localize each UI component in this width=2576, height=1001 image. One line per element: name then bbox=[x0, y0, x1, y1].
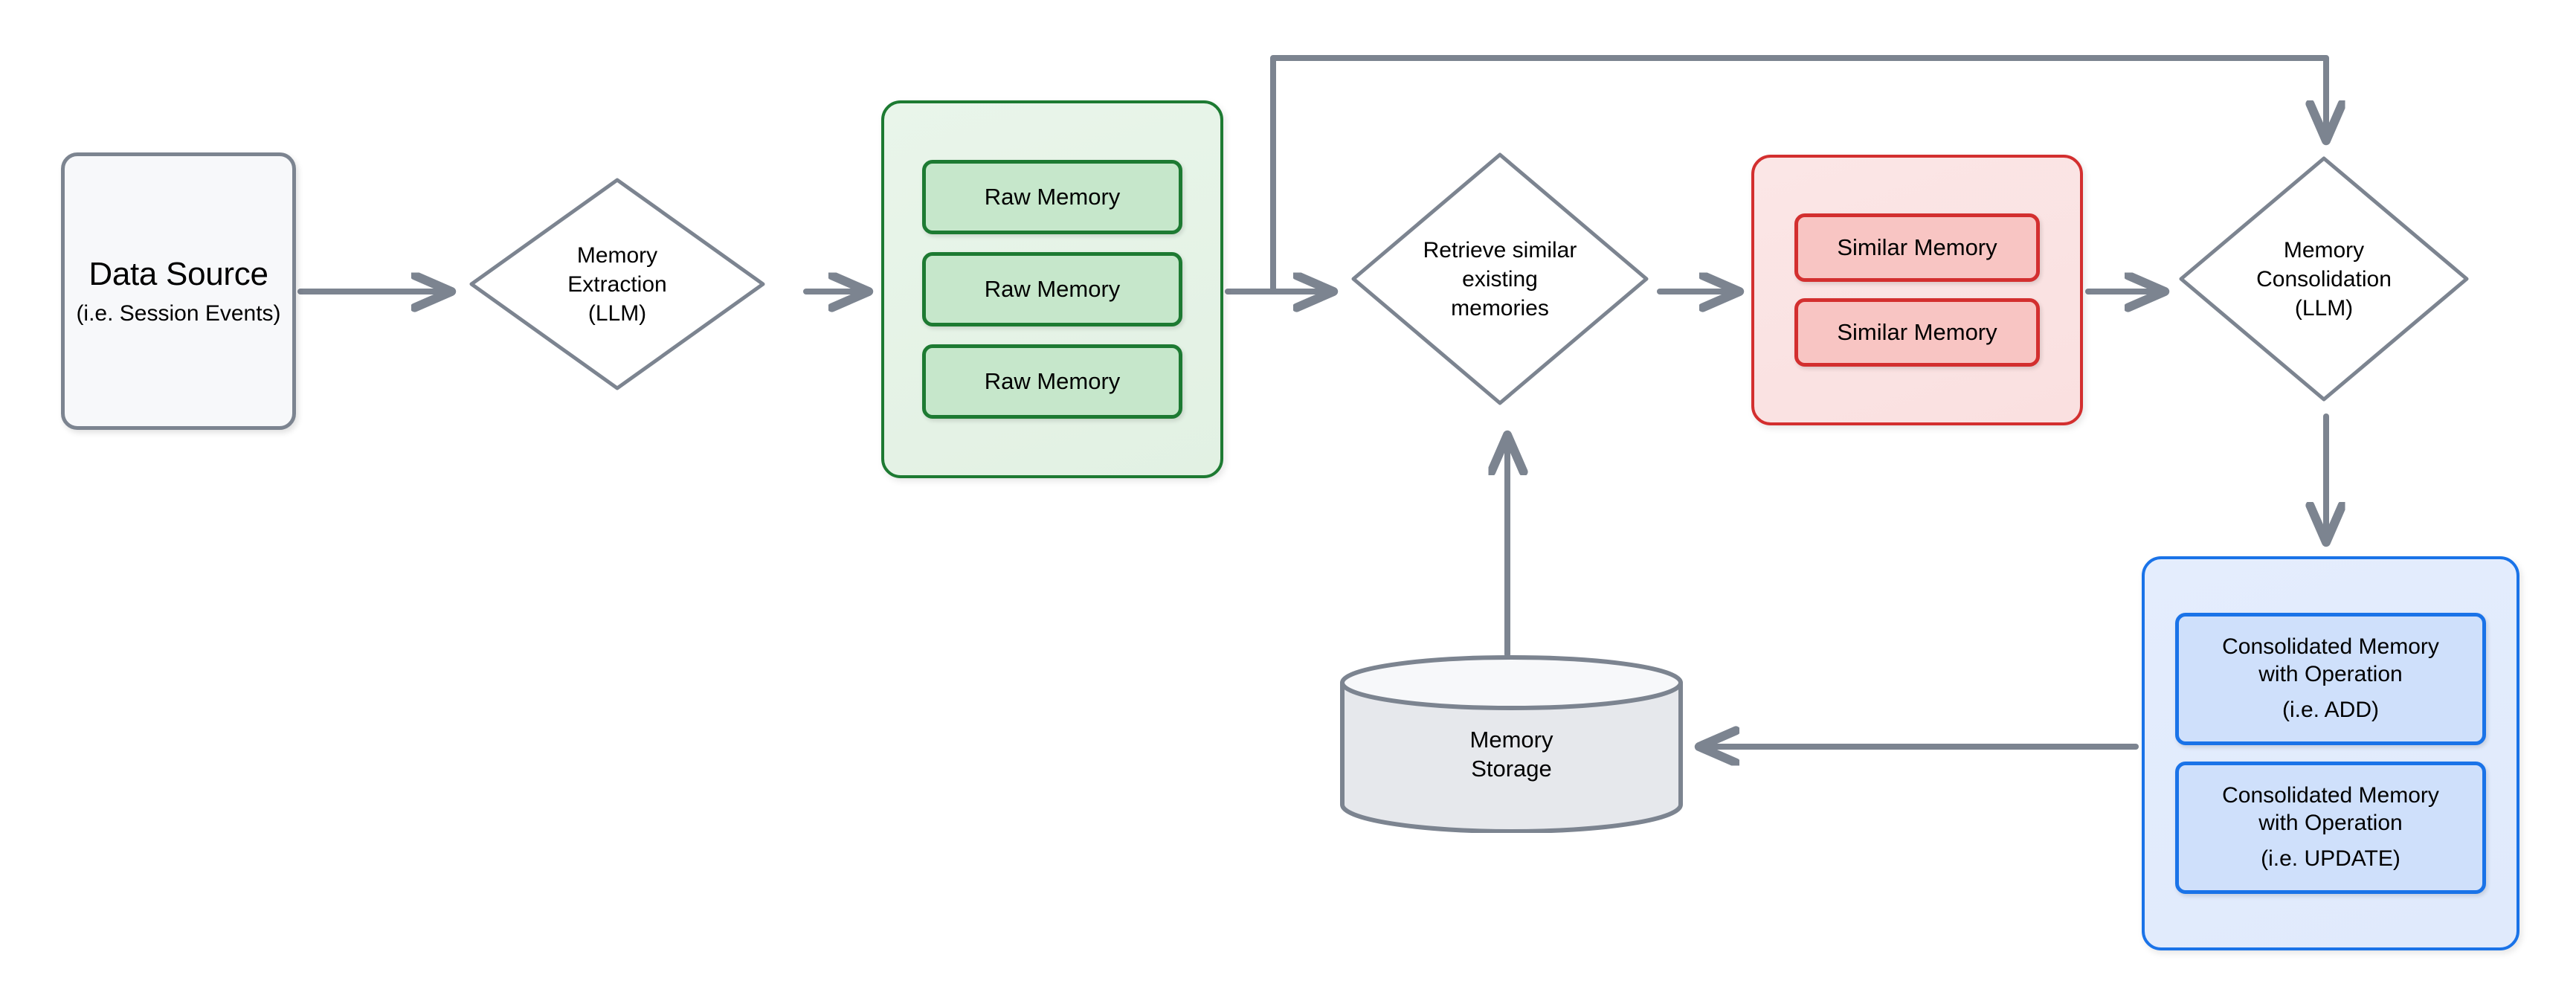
retrieve-similar-line3: memories bbox=[1451, 295, 1549, 321]
memory-consolidation-line1: Memory bbox=[2283, 237, 2365, 263]
consolidated-memory-label: Consolidated Memory with Operation bbox=[2222, 634, 2439, 686]
memory-extraction-label: Memory Extraction (LLM) bbox=[466, 241, 769, 328]
memory-extraction-subtitle: (LLM) bbox=[587, 300, 647, 326]
node-data-source[interactable]: Data Source (i.e. Session Events) bbox=[61, 152, 296, 430]
node-raw-memory-group[interactable]: Raw Memory Raw Memory Raw Memory bbox=[881, 100, 1223, 478]
node-consolidated-memory-group[interactable]: Consolidated Memory with Operation (i.e.… bbox=[2142, 556, 2519, 950]
consolidated-memory-label: Consolidated Memory with Operation bbox=[2222, 783, 2439, 835]
memory-consolidation-subtitle: (LLM) bbox=[2294, 295, 2354, 321]
raw-memory-label: Raw Memory bbox=[984, 184, 1121, 210]
retrieve-similar-label: Retrieve similar existing memories bbox=[1347, 236, 1652, 323]
node-memory-consolidation[interactable]: Memory Consolidation (LLM) bbox=[2175, 152, 2473, 405]
consolidated-memory-chip[interactable]: Consolidated Memory with Operation (i.e.… bbox=[2175, 762, 2486, 894]
similar-memory-chip[interactable]: Similar Memory bbox=[1794, 298, 2040, 367]
node-memory-storage[interactable]: Memory Storage bbox=[1339, 654, 1684, 833]
node-memory-extraction[interactable]: Memory Extraction (LLM) bbox=[466, 174, 769, 394]
consolidated-memory-operation: (i.e. UPDATE) bbox=[2261, 846, 2400, 872]
consolidated-memory-operation: (i.e. ADD) bbox=[2282, 698, 2380, 723]
data-source-title: Data Source bbox=[88, 256, 268, 293]
diamond-shape bbox=[2179, 156, 2469, 402]
retrieve-similar-line2: existing bbox=[1462, 266, 1538, 292]
retrieve-similar-line1: Retrieve similar bbox=[1423, 237, 1577, 263]
raw-memory-chip[interactable]: Raw Memory bbox=[922, 252, 1182, 326]
node-retrieve-similar-memories[interactable]: Retrieve similar existing memories bbox=[1347, 149, 1652, 409]
memory-consolidation-label: Memory Consolidation (LLM) bbox=[2175, 236, 2473, 323]
diamond-shape bbox=[469, 178, 765, 390]
raw-memory-label: Raw Memory bbox=[984, 276, 1121, 303]
similar-memory-chip[interactable]: Similar Memory bbox=[1794, 213, 2040, 282]
similar-memory-label: Similar Memory bbox=[1837, 234, 1997, 261]
node-similar-memory-group[interactable]: Similar Memory Similar Memory bbox=[1751, 155, 2083, 425]
raw-memory-chip[interactable]: Raw Memory bbox=[922, 344, 1182, 419]
memory-consolidation-line2: Consolidation bbox=[2256, 266, 2392, 292]
memory-extraction-line1: Memory bbox=[576, 242, 658, 268]
raw-memory-chip[interactable]: Raw Memory bbox=[922, 160, 1182, 234]
diamond-shape bbox=[1351, 152, 1649, 405]
similar-memory-label: Similar Memory bbox=[1837, 319, 1997, 346]
consolidated-memory-chip[interactable]: Consolidated Memory with Operation (i.e.… bbox=[2175, 613, 2486, 745]
memory-storage-label: Memory Storage bbox=[1469, 727, 1553, 782]
memory-extraction-line2: Extraction bbox=[567, 271, 667, 297]
raw-memory-label: Raw Memory bbox=[984, 368, 1121, 395]
data-source-subtitle: (i.e. Session Events) bbox=[76, 301, 281, 326]
cylinder-shape bbox=[1340, 655, 1683, 833]
